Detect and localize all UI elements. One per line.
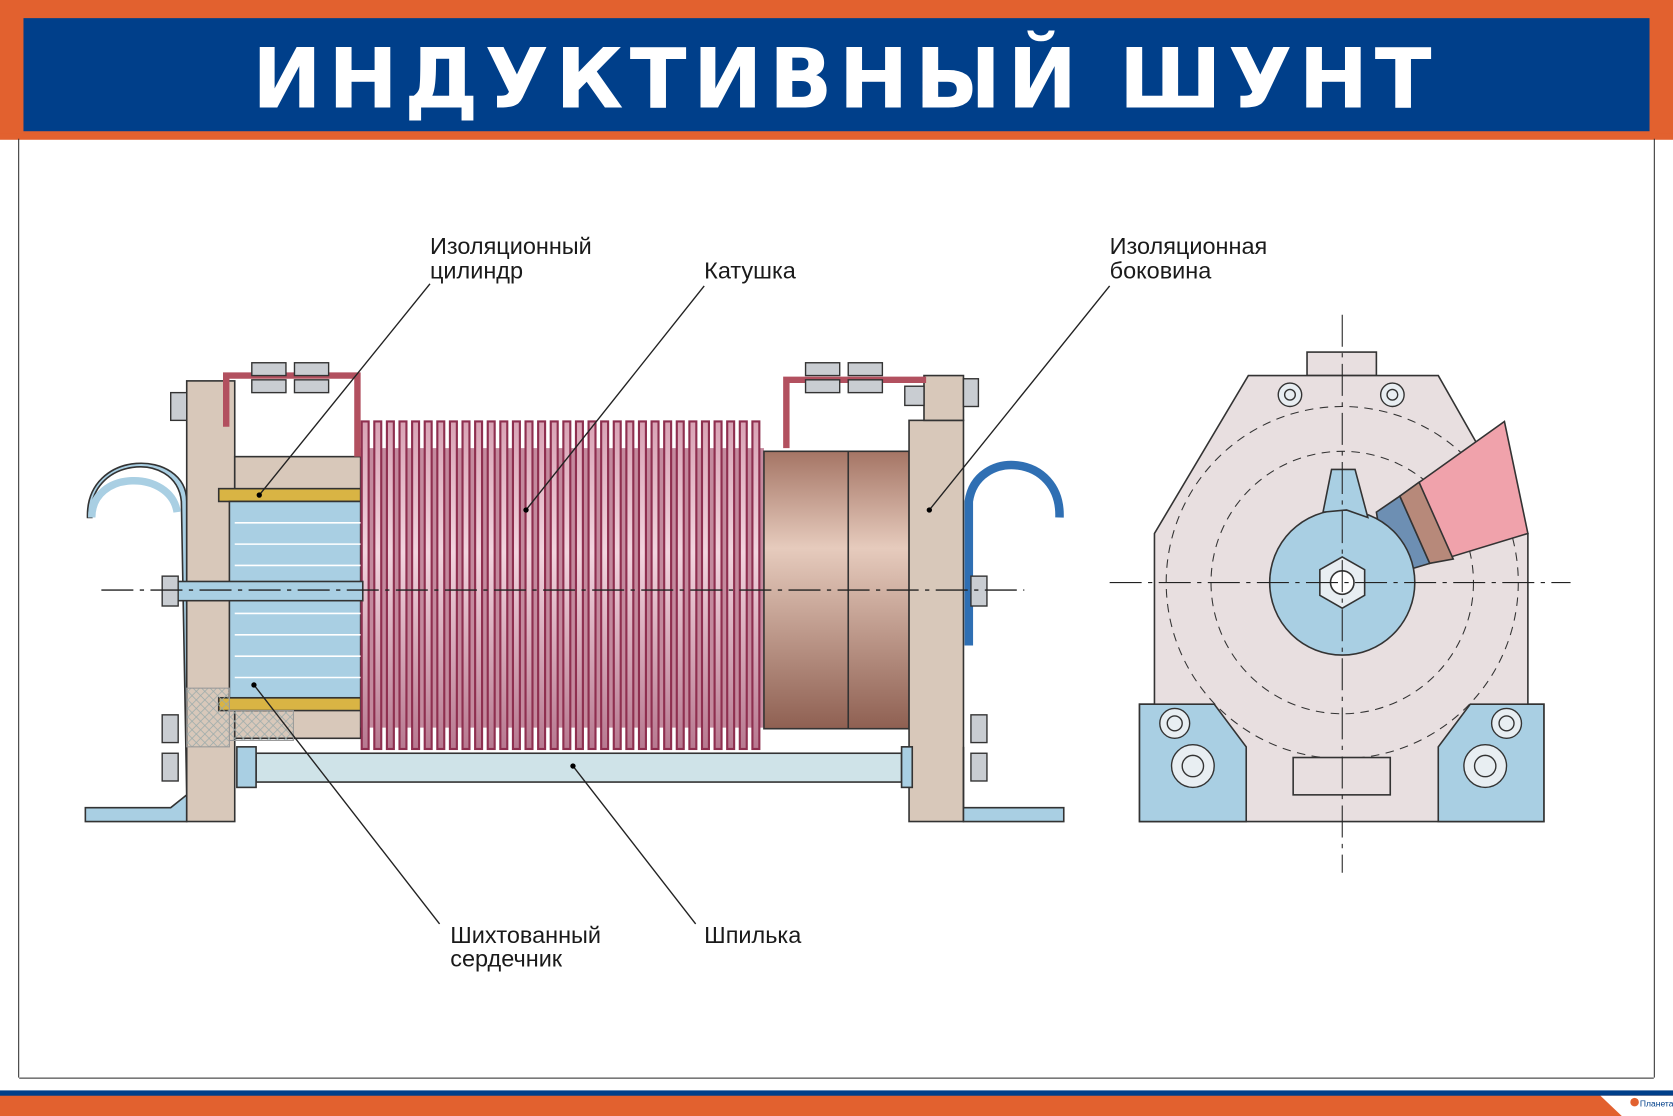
coil-turn [738, 420, 748, 751]
title-banner: ИНДУКТИВНЫЙ ШУНТ [23, 18, 1650, 132]
coil-turn [524, 420, 534, 751]
right-insulating-side [908, 419, 965, 823]
svg-text:Изоляционная: Изоляционная [1110, 233, 1268, 259]
svg-text:боковина: боковина [1110, 257, 1213, 283]
coil-turn [385, 420, 395, 751]
svg-text:Шпилька: Шпилька [704, 922, 802, 948]
coil-turn [448, 420, 458, 751]
insulating-cylinder [217, 487, 362, 503]
coil-turn [650, 420, 660, 751]
coil-turn [461, 420, 471, 751]
coil-turn [637, 420, 647, 751]
svg-text:Изоляционный: Изоляционный [430, 233, 592, 259]
coil-turn [486, 420, 496, 751]
svg-text:Шихтованный: Шихтованный [450, 922, 601, 948]
coil-turn [625, 420, 635, 751]
coil-turn [675, 420, 685, 751]
left-mounting-bracket [84, 462, 188, 823]
page-title: ИНДУКТИВНЫЙ ШУНТ [252, 30, 1438, 128]
callout-laminated-core: Шихтованный сердечник [251, 682, 601, 972]
publisher-logo: Планета [1630, 1097, 1673, 1108]
right-hook [964, 460, 1064, 646]
coil-turn [423, 420, 433, 751]
callout-coil: Катушка [523, 257, 797, 513]
coil [360, 420, 764, 751]
coil-turn [499, 420, 509, 751]
coil-turn [574, 420, 584, 751]
coil-turn [751, 420, 761, 751]
coil-turn [700, 420, 710, 751]
coil-turn [549, 420, 559, 751]
svg-text:цилиндр: цилиндр [430, 257, 523, 283]
coil-turn [511, 420, 521, 751]
coil-turn [411, 420, 421, 751]
coil-turn [612, 420, 622, 751]
side-view-drawing [84, 362, 1065, 823]
callout-insulating-side: Изоляционная боковина [926, 233, 1268, 513]
coil-turn [726, 420, 736, 751]
coil-turn [436, 420, 446, 751]
coil-turn [713, 420, 723, 751]
stud [255, 752, 903, 783]
svg-text:Планета: Планета [1640, 1098, 1673, 1108]
coil-turn [373, 420, 383, 751]
coil-turn [663, 420, 673, 751]
right-mounting-foot [962, 746, 1065, 823]
coil-cylinder [763, 450, 910, 730]
coil-turn [474, 420, 484, 751]
coil-turn [688, 420, 698, 751]
bolts [161, 362, 988, 782]
coil-turn [587, 420, 597, 751]
svg-text:Катушка: Катушка [704, 257, 797, 283]
left-terminal-bracket [222, 372, 361, 457]
front-bolts [1159, 382, 1523, 789]
callout-stud: Шпилька [570, 763, 802, 948]
coil-turn [398, 420, 408, 751]
callout-insulating-cylinder: Изоляционный цилиндр [256, 233, 592, 498]
front-view-drawing [1109, 314, 1571, 873]
coil-turn [537, 420, 547, 751]
svg-text:сердечник: сердечник [450, 946, 563, 972]
coil-turn [562, 420, 572, 751]
coil-turn [600, 420, 610, 751]
